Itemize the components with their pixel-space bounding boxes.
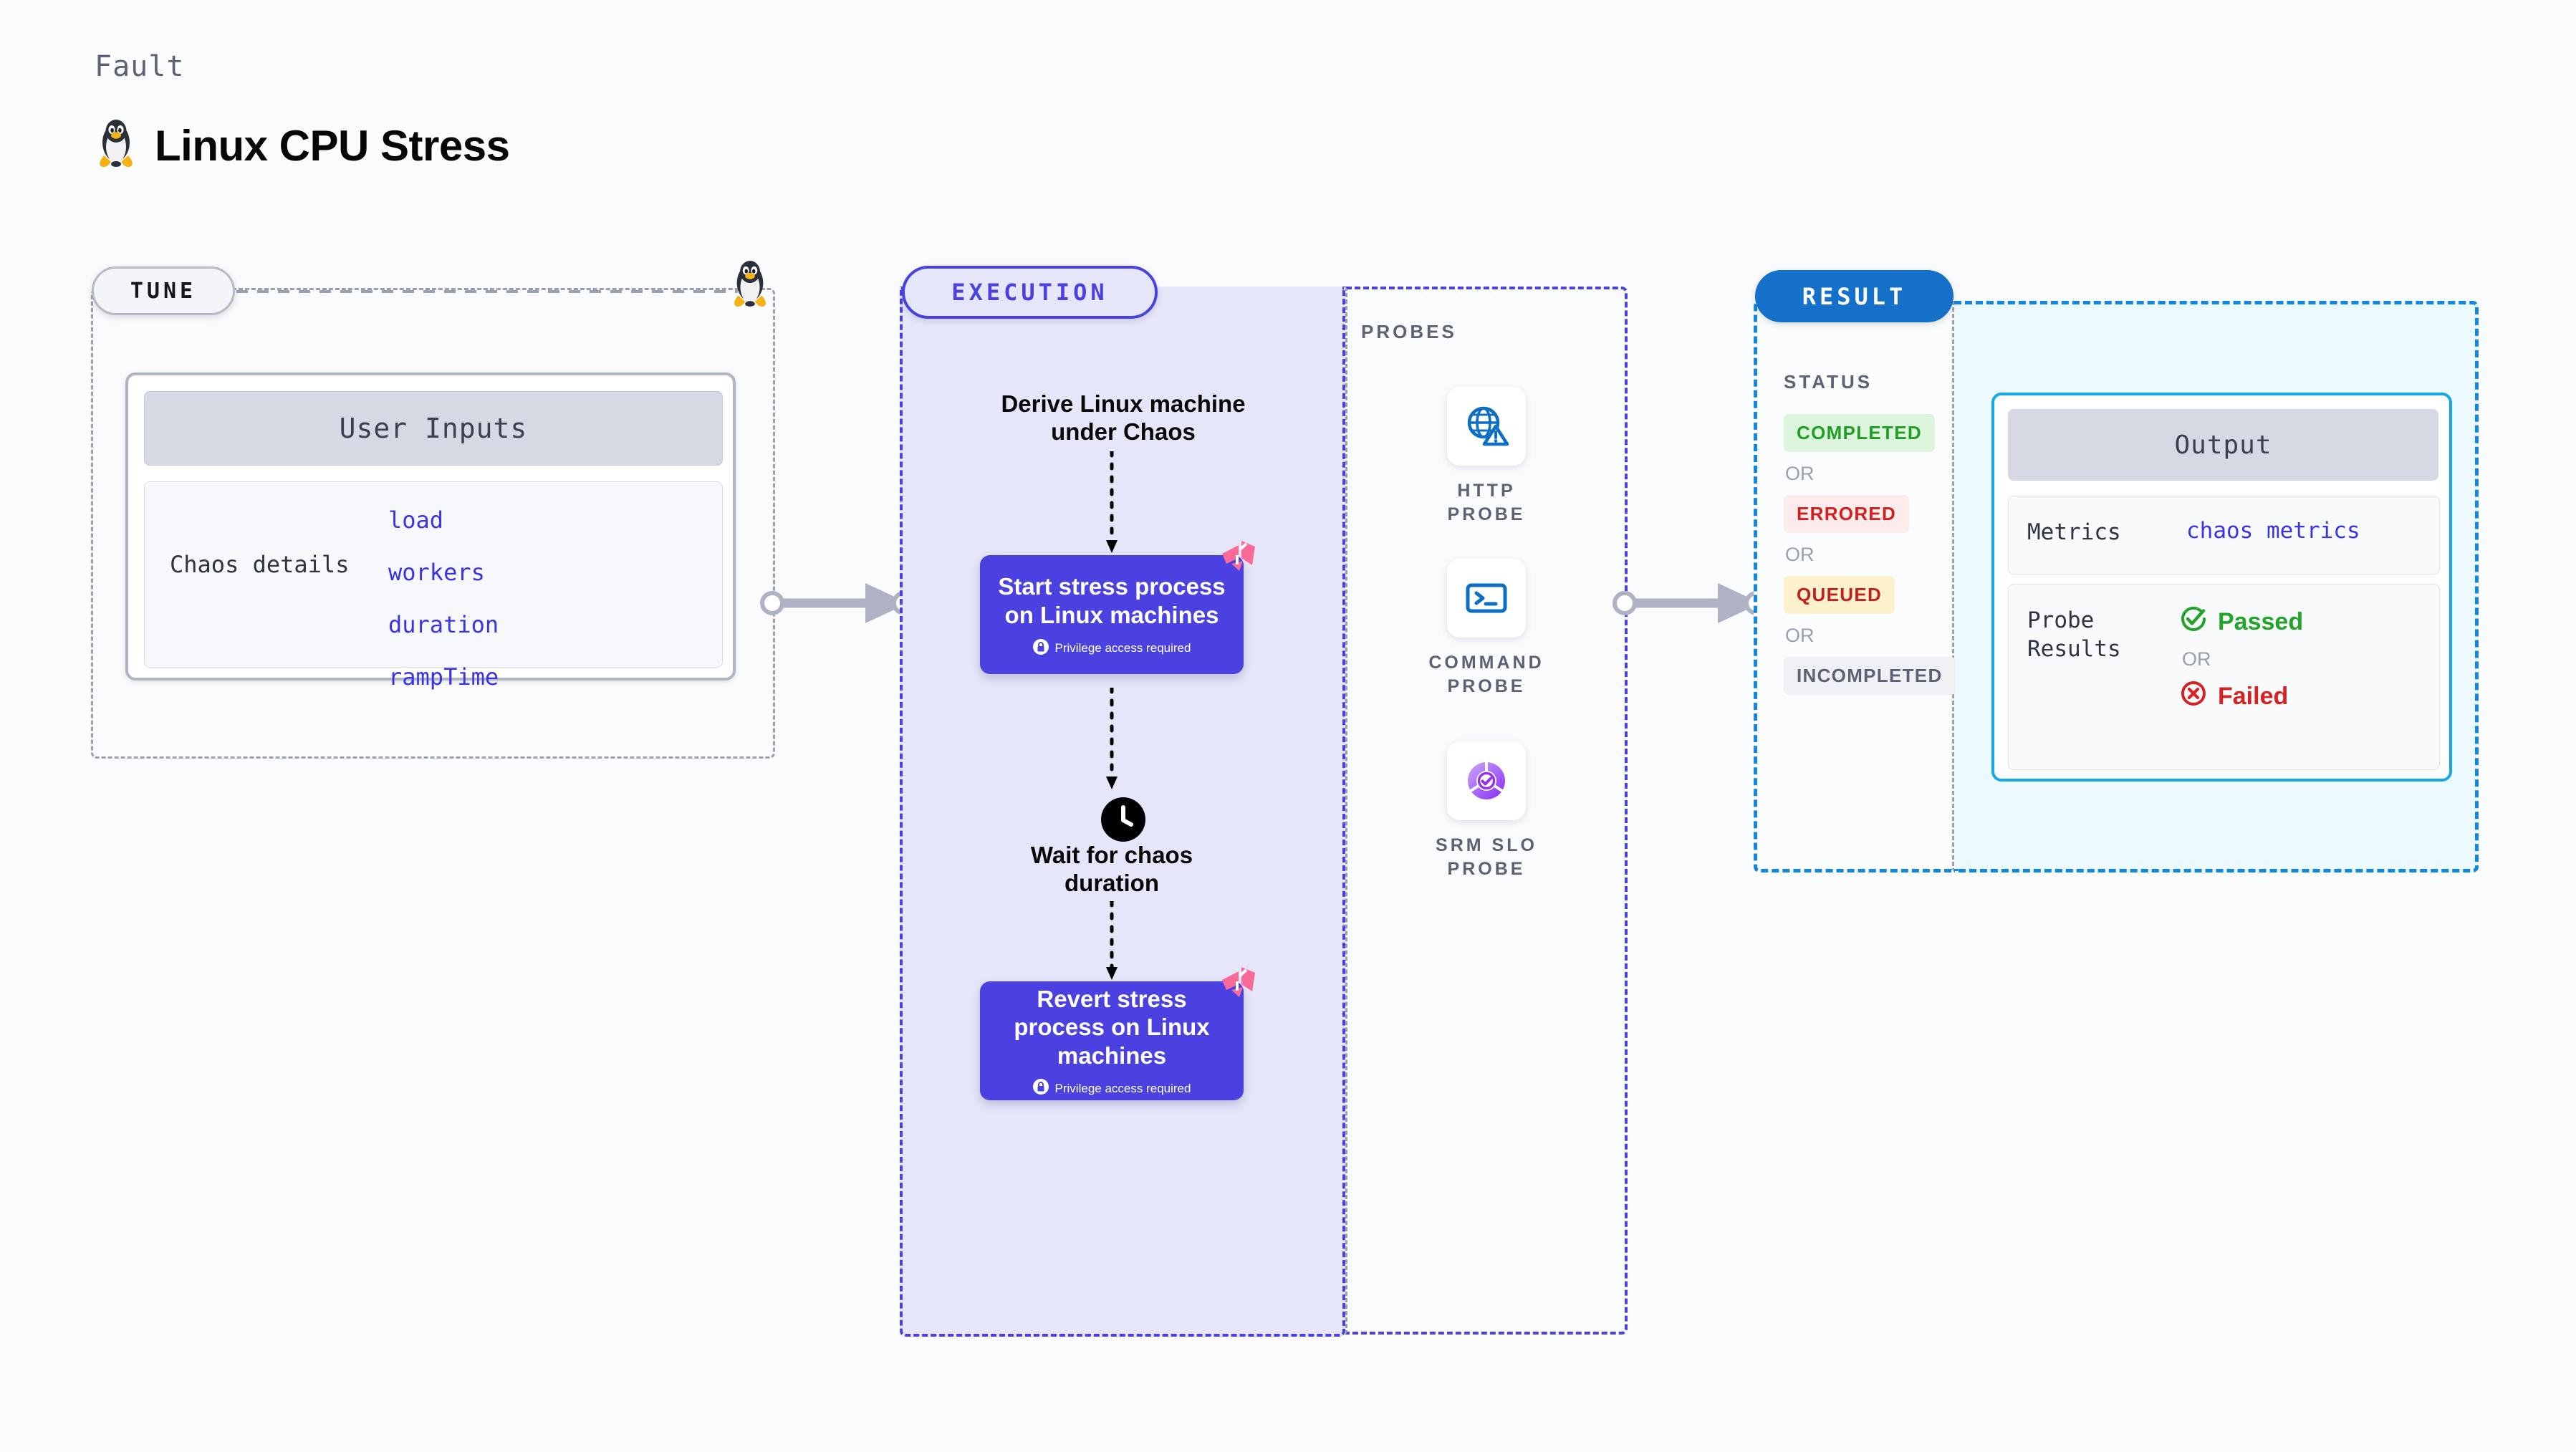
clock-icon xyxy=(1101,797,1145,845)
flow-arrow-start-to-wait xyxy=(1106,688,1118,789)
probe-command[interactable]: COMMAND PROBE xyxy=(1415,559,1558,698)
privilege-note-text: Privilege access required xyxy=(1054,641,1191,655)
chaos-details-values: load workers duration rampTime xyxy=(388,506,499,691)
probe-results-values: Passed OR Failed xyxy=(2179,605,2303,714)
probe-srm-slo[interactable]: SRM SLO PROBE xyxy=(1415,741,1558,881)
probes-section-label: PROBES xyxy=(1361,321,1457,342)
output-title: Output xyxy=(2008,409,2438,481)
lock-icon xyxy=(1032,1079,1049,1098)
x-circle-icon xyxy=(2179,679,2208,714)
or-separator: OR xyxy=(1785,463,1815,484)
tune-panel xyxy=(91,288,775,759)
tune-user-inputs-card: User Inputs Chaos details load workers d… xyxy=(125,372,736,691)
failed-label: Failed xyxy=(2218,683,2289,710)
tune-param-load: load xyxy=(388,506,444,534)
chaos-logo-icon xyxy=(1219,963,1258,1005)
tune-pill-label: TUNE xyxy=(92,266,235,315)
or-separator: OR xyxy=(1785,625,1815,646)
status-badge: COMPLETED xyxy=(1784,414,1935,452)
status-section-label: STATUS xyxy=(1784,371,1873,393)
lock-icon xyxy=(1032,638,1049,658)
execution-derive-step-label: Derive Linux machine under Chaos xyxy=(1001,390,1246,445)
or-separator: OR xyxy=(1785,544,1815,565)
slo-donut-check-icon xyxy=(1447,741,1526,820)
execution-step-start-stress[interactable]: Start stress process on Linux machines P… xyxy=(980,541,1255,674)
page-title-row: Linux CPU Stress xyxy=(95,118,510,173)
privilege-note: Privilege access required xyxy=(1032,638,1191,658)
tune-param-ramptime: rampTime xyxy=(388,663,499,691)
check-circle-icon xyxy=(2179,605,2208,640)
passed-label: Passed xyxy=(2218,608,2304,635)
tune-top-connector xyxy=(236,290,738,293)
page-eyebrow: Fault xyxy=(95,50,185,83)
probe-http[interactable]: HTTP PROBE xyxy=(1415,387,1558,527)
chaos-details-label: Chaos details xyxy=(170,551,350,578)
probe-caption: SRM SLO PROBE xyxy=(1436,835,1537,879)
execution-pill-label: EXECUTION xyxy=(902,266,1158,319)
metrics-key: Metrics xyxy=(2027,519,2121,545)
execution-step-revert-stress[interactable]: Revert stress process on Linux machines … xyxy=(980,967,1255,1100)
user-inputs-title: User Inputs xyxy=(144,391,723,466)
step-title: Revert stress process on Linux machines xyxy=(1014,985,1210,1069)
tune-param-workers: workers xyxy=(388,559,485,586)
tune-param-duration: duration xyxy=(388,611,499,638)
status-badge: INCOMPLETED xyxy=(1784,657,1956,695)
chaos-details-body: Chaos details load workers duration ramp… xyxy=(144,481,723,691)
tune-to-execution-arrow xyxy=(760,583,916,623)
metrics-value: chaos metrics xyxy=(2186,518,2360,544)
status-badge: QUEUED xyxy=(1784,576,1895,614)
linux-tux-icon xyxy=(95,118,138,173)
probe-caption: HTTP PROBE xyxy=(1447,481,1526,524)
status-badge-list: COMPLETED OR ERRORED OR QUEUED OR INCOMP… xyxy=(1784,414,1956,695)
privilege-note: Privilege access required xyxy=(1032,1079,1191,1098)
probe-result-passed: Passed xyxy=(2179,605,2303,640)
probes-to-result-arrow xyxy=(1613,583,1769,623)
probe-caption: COMMAND PROBE xyxy=(1428,653,1544,696)
tune-corner-linux-tux-icon xyxy=(729,259,771,313)
terminal-icon xyxy=(1447,559,1526,638)
or-separator: OR xyxy=(2182,648,2211,670)
probe-result-failed: Failed xyxy=(2179,679,2303,714)
flow-arrow-wait-to-revert xyxy=(1106,901,1118,980)
status-badge: ERRORED xyxy=(1784,495,1910,533)
globe-warning-icon xyxy=(1447,387,1526,466)
flow-arrow-derive-to-start xyxy=(1106,451,1118,553)
result-pill-label: RESULT xyxy=(1755,270,1953,322)
chaos-logo-icon xyxy=(1219,537,1258,579)
privilege-note-text: Privilege access required xyxy=(1054,1081,1191,1095)
metrics-row: Metrics chaos metrics xyxy=(2008,496,2440,574)
execution-wait-label: Wait for chaos duration xyxy=(1030,842,1193,896)
step-title: Start stress process on Linux machines xyxy=(998,573,1226,628)
page-title: Linux CPU Stress xyxy=(155,122,510,170)
